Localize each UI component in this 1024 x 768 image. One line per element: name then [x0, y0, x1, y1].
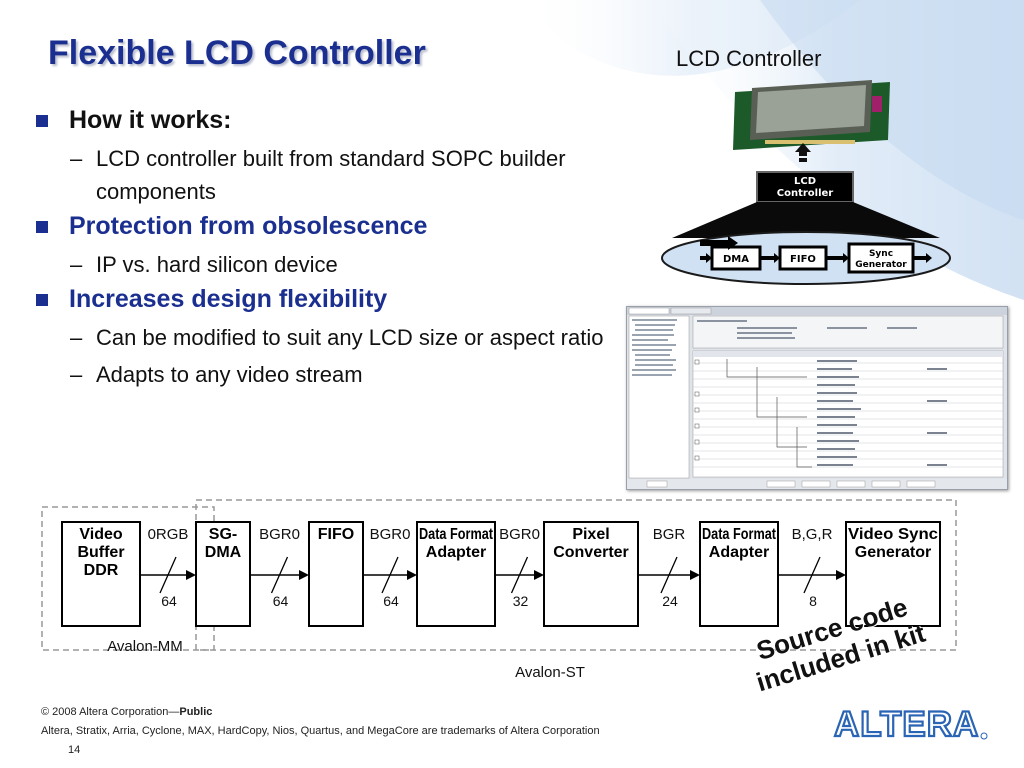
bullet-obsolescence: Protection from obsolescence [36, 212, 636, 241]
bullet-text: Protection from obsolescence [69, 212, 428, 240]
lcd-figure-title: LCD Controller [676, 46, 822, 71]
bullet-how-it-works: How it works: [36, 106, 636, 135]
sub-bullet: – IP vs. hard silicon device [36, 248, 636, 281]
dash-icon: – [70, 325, 83, 350]
sub-bullet-text: Can be modified to suit any LCD size or … [96, 325, 604, 350]
altera-logo: ALTERA [833, 704, 988, 743]
dash-icon: – [70, 146, 83, 171]
bullet-list: How it works: – LCD controller built fro… [36, 106, 636, 395]
sub-bullet: – Adapts to any video stream [36, 358, 636, 391]
bullet-text: Increases design flexibility [69, 285, 388, 313]
square-bullet-icon [36, 294, 48, 306]
copyright-text: © 2008 Altera Corporation— [41, 706, 180, 718]
page-title: Flexible LCD Controller [48, 34, 426, 72]
logo-lettering: ALTERA [834, 705, 979, 743]
sub-bullet: – LCD controller built from standard SOP… [36, 142, 636, 208]
bullet-flexibility: Increases design flexibility [36, 285, 636, 314]
sopc-builder-image [627, 307, 1007, 489]
bullet-text: How it works: [69, 106, 232, 134]
square-bullet-icon [36, 115, 48, 127]
sub-bullet-text: Adapts to any video stream [96, 362, 363, 387]
sub-bullet-text: IP vs. hard silicon device [96, 252, 338, 277]
sub-bullet-text: LCD controller built from standard SOPC … [96, 146, 566, 204]
registered-mark-icon [980, 732, 988, 740]
copyright-line: © 2008 Altera Corporation—Public [41, 706, 212, 718]
public-label: Public [179, 706, 213, 718]
square-bullet-icon [36, 221, 48, 233]
trademark-line: Altera, Stratix, Arria, Cyclone, MAX, Ha… [41, 725, 600, 737]
sub-bullet: – Can be modified to suit any LCD size o… [36, 321, 636, 354]
sopc-builder-screenshot [626, 306, 1008, 490]
dash-icon: – [70, 252, 83, 277]
page-number: 14 [68, 744, 81, 756]
dash-icon: – [70, 362, 83, 387]
